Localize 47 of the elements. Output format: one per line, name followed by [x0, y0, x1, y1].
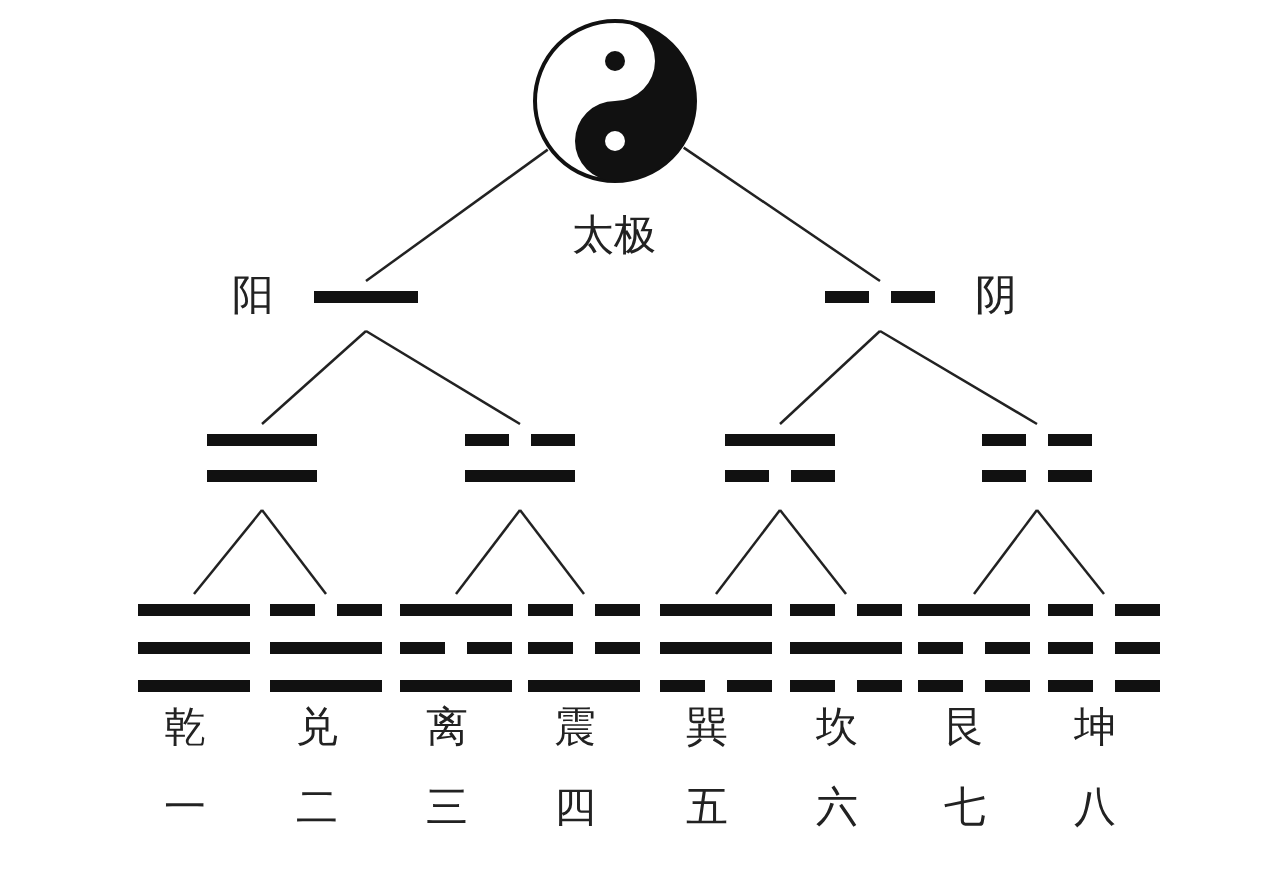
- connector-line: [682, 146, 881, 283]
- connector-line: [519, 509, 585, 595]
- symbol-label: 阳: [232, 274, 274, 316]
- line-symbol: [270, 604, 382, 692]
- yin-yang-symbol: [532, 18, 698, 184]
- symbol-label: 巽: [686, 706, 728, 748]
- symbol-label: 一: [164, 786, 206, 828]
- symbol-label: 三: [426, 786, 468, 828]
- connector-line: [1036, 509, 1105, 595]
- symbol-label: 四: [554, 786, 596, 828]
- line-symbol: [1048, 604, 1160, 692]
- connector-line: [193, 509, 263, 595]
- connector-line: [779, 330, 881, 425]
- symbol-label: 二: [296, 786, 338, 828]
- symbol-label: 坤: [1074, 706, 1116, 748]
- symbol-label: 六: [816, 786, 858, 828]
- connector-line: [365, 329, 521, 426]
- line-symbol: [725, 434, 835, 482]
- line-symbol: [138, 604, 250, 692]
- symbol-label: 七: [944, 786, 986, 828]
- symbol-label: 五: [686, 786, 728, 828]
- connector-line: [779, 509, 847, 595]
- line-symbol: [465, 434, 575, 482]
- connector-line: [455, 509, 521, 595]
- connector-line: [261, 330, 367, 425]
- connector-line: [365, 148, 549, 282]
- symbol-label: 艮: [944, 706, 986, 748]
- symbol-label: 乾: [164, 706, 206, 748]
- connector-line: [715, 509, 781, 595]
- line-symbol: [400, 604, 512, 692]
- symbol-label: 阴: [975, 274, 1017, 316]
- symbol-label: 八: [1074, 786, 1116, 828]
- line-symbol: [207, 434, 317, 482]
- line-symbol: [982, 434, 1092, 482]
- line-symbol: [790, 604, 902, 692]
- symbol-label: 坎: [816, 706, 858, 748]
- line-symbol: [825, 291, 935, 303]
- connector-line: [261, 509, 327, 595]
- symbol-label: 兑: [296, 706, 338, 748]
- symbol-label: 太极: [572, 214, 656, 256]
- line-symbol: [918, 604, 1030, 692]
- line-symbol: [660, 604, 772, 692]
- line-symbol: [528, 604, 640, 692]
- connector-line: [879, 329, 1038, 426]
- symbol-label: 离: [426, 706, 468, 748]
- connector-line: [973, 509, 1038, 595]
- symbol-label: 震: [554, 706, 596, 748]
